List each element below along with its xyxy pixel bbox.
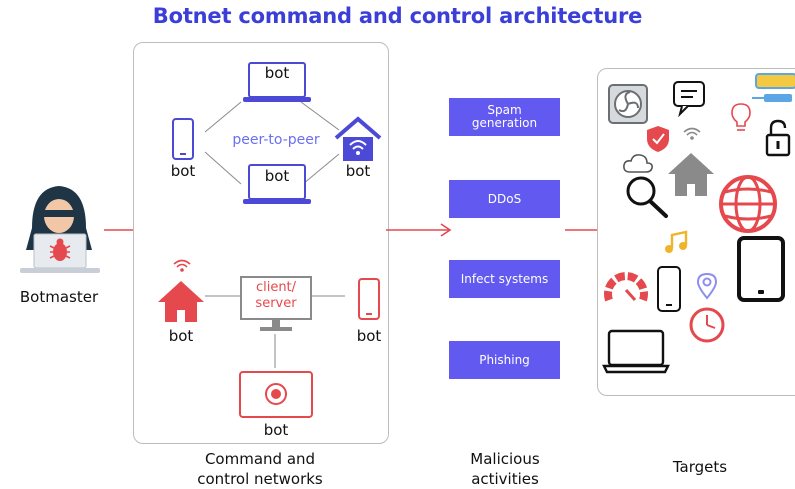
hacker-icon bbox=[20, 186, 100, 273]
targets-caption: Targets bbox=[672, 458, 728, 476]
bot-label-top-laptop: bot bbox=[264, 64, 290, 82]
bot-label-device: bot bbox=[263, 421, 289, 439]
home-icon bbox=[158, 281, 204, 322]
clock-icon bbox=[689, 307, 725, 343]
laptop-icon bbox=[243, 62, 311, 102]
client-server-label: client/ server bbox=[240, 280, 312, 312]
tablet-icon bbox=[737, 236, 785, 302]
activity-ddos: DDoS bbox=[449, 180, 560, 218]
activity-spam: Spam generation bbox=[449, 98, 560, 136]
music-note-icon bbox=[665, 230, 688, 253]
laptop-icon bbox=[243, 164, 311, 204]
phone-icon bbox=[172, 118, 194, 160]
laptop-icon bbox=[602, 329, 670, 374]
bot-label-phone: bot bbox=[170, 162, 196, 180]
smart-home-icon bbox=[334, 116, 382, 161]
cc-caption: Command and control networks bbox=[150, 449, 370, 489]
wifi-icon bbox=[683, 127, 701, 140]
activities-caption-line1: Malicious bbox=[470, 450, 540, 468]
bot-label-red-phone: bot bbox=[356, 327, 382, 345]
botmaster bbox=[14, 180, 104, 280]
search-icon bbox=[626, 176, 668, 218]
battery-icon bbox=[752, 73, 795, 102]
camera-device-icon bbox=[239, 371, 313, 418]
client-server-lines bbox=[205, 295, 345, 368]
shield-icon bbox=[647, 126, 669, 152]
page-title: Botnet command and control architecture bbox=[152, 4, 643, 28]
cc-caption-line2: control networks bbox=[197, 470, 323, 488]
activity-phishing: Phishing bbox=[449, 341, 560, 379]
wifi-icon bbox=[173, 259, 191, 272]
fan-icon bbox=[608, 84, 648, 124]
bot-label-house: bot bbox=[345, 162, 371, 180]
cc-caption-line1: Command and bbox=[204, 450, 316, 468]
home-icon bbox=[668, 153, 714, 196]
bot-label-red-house: bot bbox=[168, 327, 194, 345]
globe-icon bbox=[719, 175, 777, 233]
client-label: client/ bbox=[255, 280, 297, 295]
botmaster-label: Botmaster bbox=[19, 288, 99, 306]
monitor-icon bbox=[240, 276, 312, 331]
bot-label-bottom-laptop: bot bbox=[264, 167, 290, 185]
lock-icon bbox=[765, 119, 791, 157]
gauge-icon bbox=[604, 272, 648, 302]
smartphone-icon bbox=[657, 266, 681, 312]
lightbulb-icon bbox=[731, 103, 751, 131]
activity-infect: Infect systems bbox=[449, 260, 560, 298]
cloud-icon bbox=[623, 154, 653, 173]
chat-icon bbox=[673, 81, 705, 118]
p2p-label: peer-to-peer bbox=[232, 132, 320, 148]
phone-icon bbox=[358, 278, 380, 320]
location-pin-icon bbox=[696, 272, 718, 300]
activities-caption-line2: activities bbox=[471, 470, 539, 488]
activities-caption: Malicious activities bbox=[460, 449, 550, 489]
p2p-lines bbox=[204, 101, 340, 185]
server-label: server bbox=[255, 296, 297, 311]
arrow-to-activities bbox=[386, 223, 452, 237]
